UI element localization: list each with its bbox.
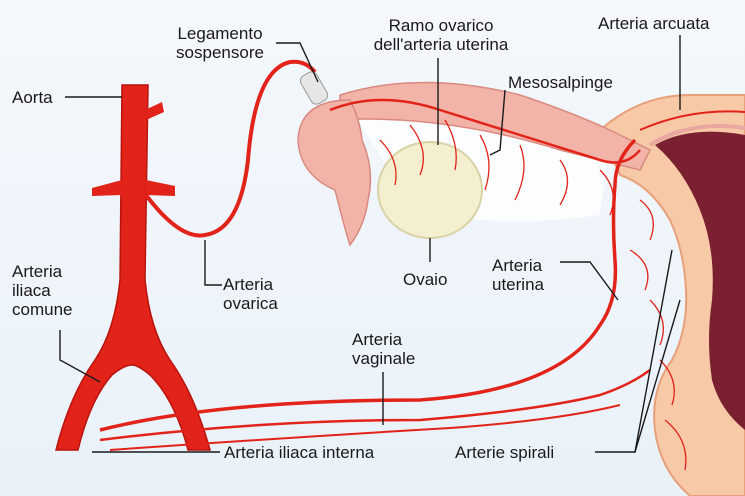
label-uterina-line2: uterina	[492, 275, 544, 294]
label-ramo-line2: dell'arteria uterina	[352, 35, 530, 54]
label-arteria-arcuata: Arteria arcuata	[598, 14, 710, 33]
aorta-branch-left	[92, 180, 122, 196]
label-arteria-ovarica: Arteria ovarica	[223, 275, 278, 313]
label-uterina-line1: Arteria	[492, 256, 544, 275]
label-ovarica-line1: Arteria	[223, 275, 278, 294]
label-legamento-line2: sospensore	[160, 43, 280, 62]
label-arteria-iliaca-interna: Arteria iliaca interna	[224, 443, 374, 462]
label-vaginale-line1: Arteria	[352, 330, 415, 349]
ovarian-artery	[146, 62, 315, 236]
label-vaginale-line2: vaginale	[352, 349, 415, 368]
label-iliaca-comune-line3: comune	[12, 300, 72, 319]
label-ovaio: Ovaio	[403, 270, 447, 289]
ovary	[378, 142, 482, 238]
label-ramo-line1: Ramo ovarico	[352, 16, 530, 35]
label-arterie-spirali: Arterie spirali	[455, 443, 554, 462]
label-aorta: Aorta	[12, 88, 53, 107]
label-arteria-vaginale: Arteria vaginale	[352, 330, 415, 368]
label-arteria-uterina: Arteria uterina	[492, 256, 544, 294]
label-ovarica-line2: ovarica	[223, 294, 278, 313]
label-arteria-iliaca-comune: Arteria iliaca comune	[12, 262, 72, 319]
label-ramo-ovarico: Ramo ovarico dell'arteria uterina	[352, 16, 530, 54]
aorta	[56, 85, 210, 450]
label-iliaca-comune-line1: Arteria	[12, 262, 72, 281]
label-legamento-line1: Legamento	[160, 24, 280, 43]
aorta-branch-right	[146, 180, 175, 196]
label-iliaca-comune-line2: iliaca	[12, 281, 72, 300]
suspensory-ligament	[298, 70, 330, 107]
label-legamento-sospensore: Legamento sospensore	[160, 24, 280, 62]
label-mesosalpinge: Mesosalpinge	[508, 73, 613, 92]
